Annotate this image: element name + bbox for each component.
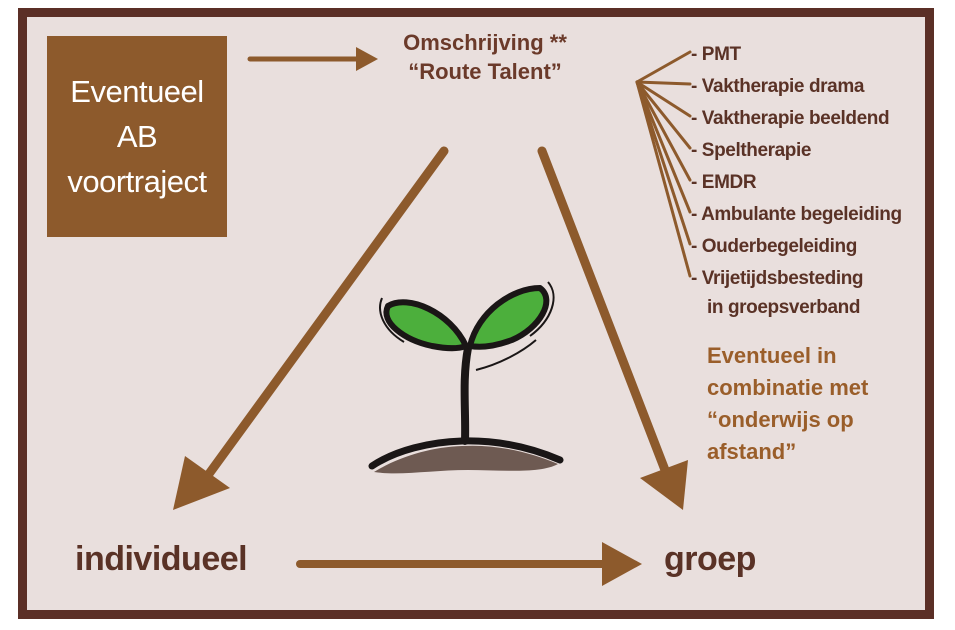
therapy-item: - PMT [691,44,741,65]
pre-trajectory-text: Eventueel AB voortraject [67,74,207,199]
therapy-item: - Vrijetijdsbesteding [691,268,864,289]
arrow-to-individual [173,146,449,510]
therapy-item: - EMDR [691,172,757,193]
route-description: Omschrijving ** “Route Talent” [403,30,567,84]
therapy-item: - Speltherapie [691,140,812,161]
therapy-item: - Vaktherapie beeldend [691,108,890,129]
pre-trajectory-box: Eventueel AB voortraject [47,36,227,237]
combination-note: Eventueel in combinatie met “onderwijs o… [707,343,869,464]
therapy-list: - PMT - Vaktherapie drama - Vaktherapie … [691,39,902,325]
therapy-item: - Vaktherapie drama [691,76,864,97]
arrow-to-group [537,146,688,510]
therapy-item: - Ouderbegeleiding [691,236,857,257]
therapy-item-continuation: in groepsverband [707,297,861,318]
seedling-icon [368,281,564,474]
therapy-item: - Ambulante begeleiding [691,204,902,225]
label-group: groep [664,540,756,578]
label-individual: individueel [75,540,248,578]
arrow-to-route [247,47,378,71]
arrow-individual-to-group [296,542,642,586]
therapy-fan-lines [635,50,692,278]
